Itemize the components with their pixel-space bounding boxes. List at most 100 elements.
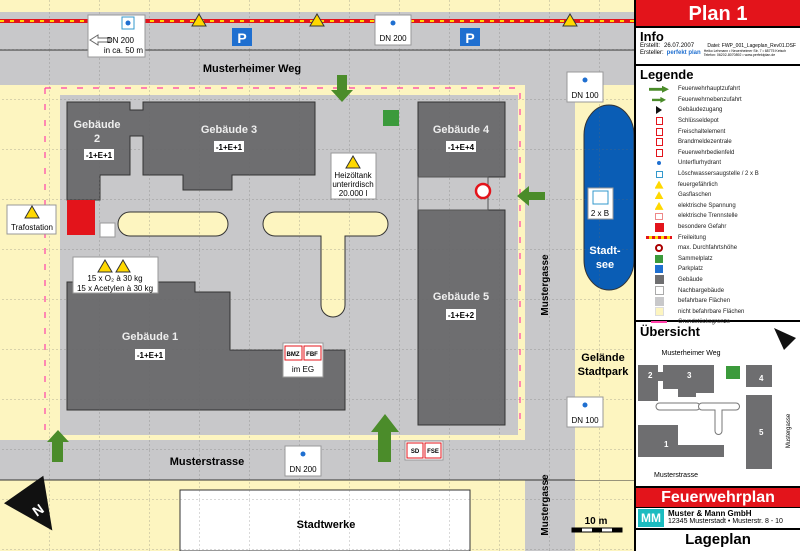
svg-text:Gebäude 4: Gebäude 4 [433,124,490,136]
svg-text:P: P [237,30,246,46]
svg-text:Gebäude: Gebäude [73,119,120,131]
electric-warning-icon [191,13,207,27]
scale-bar: 10 m [571,516,623,533]
legend-label: elektrische Trennstelle [678,213,738,220]
svg-text:unterirdisch: unterirdisch [332,180,373,189]
svg-text:FBF: FBF [306,352,318,358]
company-name: Muster & Mann GmbH [668,509,752,518]
triangle-icon [640,106,678,115]
red-square-icon [640,222,678,232]
svg-text:15 x O₂ à 30 kg: 15 x O₂ à 30 kg [87,274,142,283]
svg-text:Heizöltank: Heizöltank [334,171,372,180]
company-logo: MM [638,509,664,527]
legend-item-triangle: Gebäudezugang [640,105,796,116]
svg-text:Gebäude 3: Gebäude 3 [201,124,257,136]
svg-text:10 m: 10 m [585,516,608,527]
electric-switch-icon [99,222,116,238]
legend-label: Brandmeldezentrale [678,139,732,146]
svg-text:Mustergasse: Mustergasse [786,413,792,448]
company-address: 12345 Musterstadt • Musterstr. 8 - 10 [668,518,783,525]
sd-box-icon [640,117,678,126]
svg-text:4: 4 [759,374,764,383]
svg-text:im EG: im EG [292,365,314,374]
author-contact: Telefon: 06202-8070892 • www.perfektplan… [703,53,776,57]
drivable-icon [640,296,678,306]
legend-label: nicht befahrbare Flächen [678,308,745,315]
legend-label: befahrbare Flächen [678,298,731,305]
trafo-callout: Trafostation [6,204,57,235]
svg-text:FSE: FSE [427,449,439,455]
svg-text:-1+E+1: -1+E+1 [86,151,113,160]
legend-item-arrow-secondary: Feuerwehrnebenzufahrt [640,95,796,106]
legend-item-non-drivable: nicht befahrbare Flächen [640,306,796,317]
warning-electric-icon [640,201,678,210]
svg-text:DN 200: DN 200 [379,34,407,43]
legend-item-boundary: Grundstücksgrenze [640,317,796,328]
legend-label: Freischaltelement [678,128,726,135]
bmz-box-icon [640,138,678,147]
svg-text:Musterstrasse: Musterstrasse [654,472,698,479]
svg-text:2: 2 [648,371,653,380]
author-label: Ersteller: [640,50,664,56]
legend-item-parking: Parkplatz [640,264,796,275]
svg-text:Gebäude 1: Gebäude 1 [122,331,178,343]
bmz-fbf-callout: BMZ FBF im EG [282,342,324,378]
svg-text:15 x Acetylen à 30 kg: 15 x Acetylen à 30 kg [77,284,153,293]
legend-label: Gebäudezugang [678,107,723,114]
svg-text:1: 1 [664,440,669,449]
warning-gas-icon [640,191,678,200]
legend-label: Freileitung [678,234,707,241]
access-arrow-secondary-top [331,75,353,102]
street-label: Musterstrasse [170,456,245,468]
svg-text:BMZ: BMZ [287,352,300,358]
legend-label: Nachbargebäude [678,287,725,294]
parking-icon: P [460,28,480,46]
svg-text:-1+E+2: -1+E+2 [448,311,475,320]
svg-text:Gelände: Gelände [581,352,624,364]
street-label: Mustergasse [540,474,551,536]
legend-label: Gebäude [678,276,703,283]
legend-label: max. Durchfahrtshöhe [678,245,738,252]
svg-text:SD: SD [411,449,420,455]
parking-icon: P [232,28,252,46]
parking-icon [640,265,678,274]
non-drivable-icon [640,307,678,317]
street-label: Mustergasse [540,254,551,316]
svg-text:2 x B: 2 x B [591,209,609,218]
building-icon [640,275,678,285]
legend-label: Feuerwehrbedienfeld [678,149,735,156]
legend-item-arrow-main: Feuerwehrhauptzufahrt [640,84,796,95]
svg-text:DN 200: DN 200 [107,36,135,45]
height-limit-sign [474,182,492,200]
svg-text:DN 100: DN 100 [571,91,599,100]
legend-item-red-square: besondere Gefahr [640,222,796,233]
legend-item-assembly: Sammelplatz [640,254,796,265]
north-arrow-icon [774,328,796,350]
legend-label: Feuerwehrhauptzufahrt [678,86,741,93]
svg-text:DN 200: DN 200 [289,465,317,474]
svg-text:3: 3 [687,371,692,380]
north-arrow-icon: N [4,475,53,531]
legend-item-bmz-box: Brandmeldezentrale [640,137,796,148]
access-arrow-secondary-left [47,430,69,462]
legend-item-neighbor: Nachbargebäude [640,285,796,296]
suction-point-label: 2 x B [587,187,614,220]
hydrant-icon [640,161,678,166]
svg-text:Gebäude 5: Gebäude 5 [433,291,489,303]
hydrant-label-top-mid: DN 200 [374,14,412,46]
svg-text:5: 5 [759,428,764,437]
fbf-box-icon [640,148,678,157]
legend-label: Feuerwehrnebenzufahrt [678,96,742,103]
legend-label: Unterflurhydrant [678,160,722,167]
overview-heading: Übersicht [640,324,700,339]
plan-title: Plan 1 [636,0,800,28]
height-sign-icon [640,244,678,253]
overview-map: Musterheimer Weg 2 3 4 5 1 Musterstrasse… [636,341,798,481]
svg-text:Stadt-: Stadt- [589,245,621,257]
legend-item-hydrant: Unterflurhydrant [640,158,796,169]
